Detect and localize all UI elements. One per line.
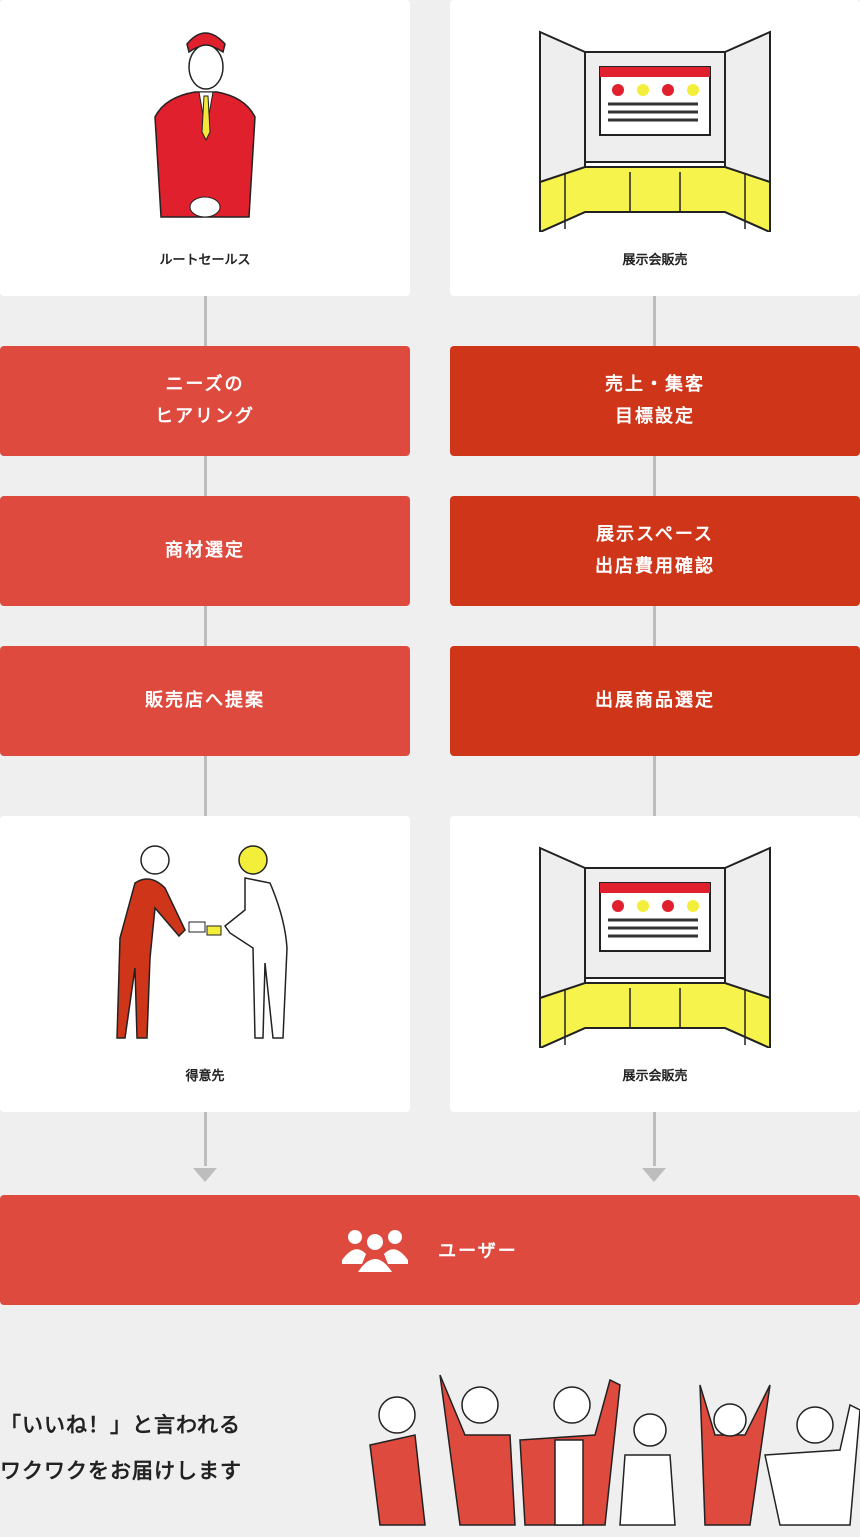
tagline-line2: ワクワクをお届けします: [0, 1459, 242, 1483]
step-needs-hearing: ニーズの ヒアリング: [0, 346, 410, 456]
card-caption: 得意先: [185, 1069, 225, 1084]
arrow-down-icon: [642, 1168, 666, 1182]
salesman-illustration: [154, 32, 256, 218]
user-label: ユーザー: [438, 1241, 518, 1262]
tagline-line1: 「いいね！」と言われる: [0, 1413, 241, 1437]
user-banner: ユーザー: [0, 1195, 860, 1305]
exhibition-card: 展示会販売: [450, 0, 860, 296]
tagline: 「いいね！」と言われる ワクワクをお届けします: [0, 1402, 242, 1494]
step-propose-retailer: 販売店へ提案: [0, 646, 410, 756]
step-space-cost: 展示スペース 出店費用確認: [450, 496, 860, 606]
step-sales-target: 売上・集客 目標設定: [450, 346, 860, 456]
business-card-exchange-illustration: [116, 845, 288, 1039]
client-card: 得意先: [0, 816, 410, 1112]
card-caption: 展示会販売: [622, 1069, 688, 1084]
users-icon: [342, 1230, 409, 1272]
card-caption: 展示会販売: [622, 253, 688, 268]
card-caption: ルートセールス: [159, 253, 251, 268]
booth-illustration: [539, 846, 771, 1048]
step-product-selection: 商材選定: [0, 496, 410, 606]
exhibition-card: 展示会販売: [450, 816, 860, 1112]
booth-illustration: [539, 30, 771, 232]
cheering-people-illustration: [369, 1374, 860, 1526]
step-exhibit-selection: 出展商品選定: [450, 646, 860, 756]
route-sales-card: ルートセールス: [0, 0, 410, 296]
arrow-down-icon: [193, 1168, 217, 1182]
